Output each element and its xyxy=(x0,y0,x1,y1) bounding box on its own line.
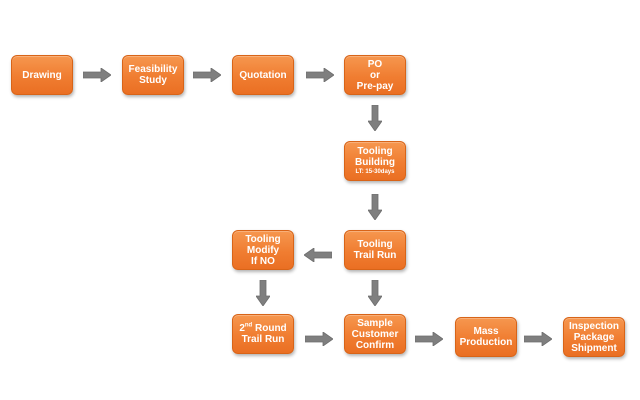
node-po-line2: or xyxy=(370,69,380,81)
node-sample-line2: Customer xyxy=(351,328,399,340)
node-second-round-sup: nd xyxy=(244,322,253,329)
arrow-down-icon xyxy=(256,280,270,306)
node-quotation: Quotation xyxy=(232,55,294,95)
node-tooling-building-lt: LT: 15-30days xyxy=(355,169,395,175)
node-tooling-building-line1: Tooling xyxy=(357,146,393,157)
arrow-right-icon xyxy=(415,332,443,346)
node-feasibility-line2: Study xyxy=(139,75,167,86)
node-second-round-trail-run: 2nd Round Trail Run xyxy=(232,314,294,354)
arrow-right-icon xyxy=(193,68,221,82)
node-drawing-label: Drawing xyxy=(22,69,62,81)
node-po-or-prepay: PO or Pre-pay xyxy=(344,55,406,95)
node-feasibility-study: Feasibility Study xyxy=(122,55,184,95)
node-mass-production-line1: Mass xyxy=(473,326,499,337)
node-inspection-line1: Inspection xyxy=(568,320,619,332)
arrow-down-icon xyxy=(368,194,382,220)
node-second-round-line2: Trail Run xyxy=(241,334,285,345)
arrow-right-icon xyxy=(305,332,333,346)
node-mass-production-line2: Production xyxy=(459,337,513,348)
arrow-left-icon xyxy=(304,248,332,262)
node-tooling-modify-line1: Tooling xyxy=(245,233,281,245)
node-tooling-modify-line2: Modify xyxy=(246,244,280,256)
node-quotation-label: Quotation xyxy=(239,69,287,81)
node-tooling-trail-line1: Tooling xyxy=(357,239,393,250)
node-feasibility-line1: Feasibility xyxy=(128,64,178,75)
arrow-down-icon xyxy=(368,105,382,131)
node-tooling-trail-run: Tooling Trail Run xyxy=(344,230,406,270)
node-sample-customer-confirm: Sample Customer Confirm xyxy=(344,314,406,354)
arrow-down-icon xyxy=(368,280,382,306)
node-tooling-building-line2: Building xyxy=(355,157,395,168)
node-po-line3: Pre-pay xyxy=(356,80,394,92)
node-inspection-line3: Shipment xyxy=(571,342,617,354)
arrow-right-icon xyxy=(83,68,111,82)
node-tooling-modify: Tooling Modify If NO xyxy=(232,230,294,270)
node-tooling-trail-line2: Trail Run xyxy=(353,250,397,261)
node-po-line1: PO xyxy=(367,58,383,70)
node-sample-line3: Confirm xyxy=(355,339,395,351)
node-drawing: Drawing xyxy=(11,55,73,95)
arrow-right-icon xyxy=(306,68,334,82)
node-tooling-modify-line3: If NO xyxy=(251,255,275,267)
node-second-round-rest: Round xyxy=(252,323,287,334)
node-tooling-building: Tooling Building LT: 15-30days xyxy=(344,141,406,181)
node-second-round-line1: 2nd Round xyxy=(239,323,286,334)
node-inspection-line2: Package xyxy=(573,331,615,343)
node-sample-line1: Sample xyxy=(357,317,393,329)
node-second-round-num: 2 xyxy=(239,323,245,334)
node-mass-production: Mass Production xyxy=(455,317,517,357)
arrow-right-icon xyxy=(524,332,552,346)
node-inspection-package-shipment: Inspection Package Shipment xyxy=(563,317,625,357)
